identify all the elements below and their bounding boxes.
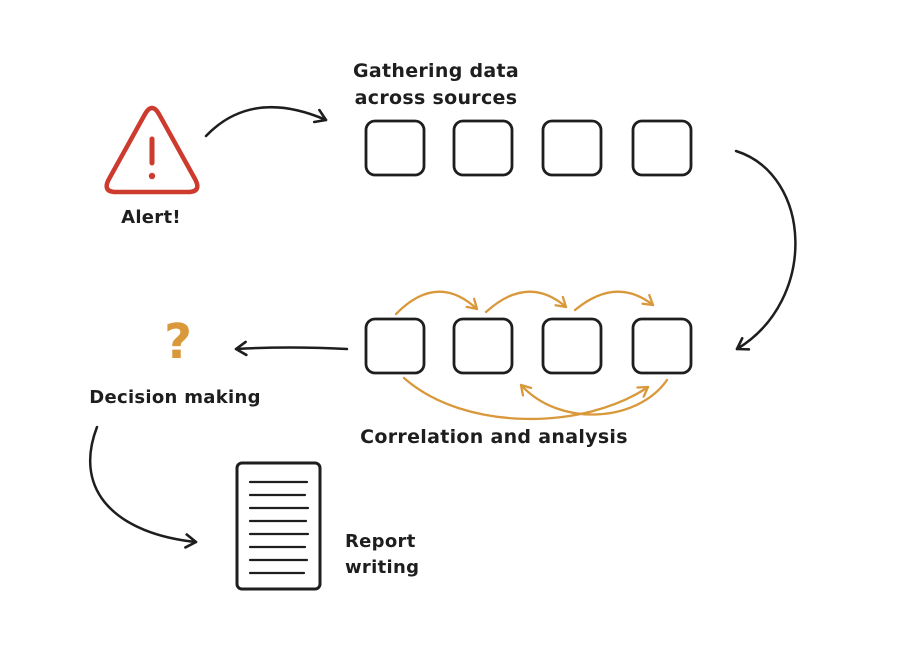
gathering-label: Gathering data across sources: [353, 58, 519, 112]
correlation-label: Correlation and analysis: [360, 426, 628, 448]
data-node: [452, 119, 514, 177]
data-node: [452, 317, 514, 375]
correlation-arc: [484, 290, 568, 314]
correlation-arc: [402, 376, 650, 421]
arrow-decision-to-report: [88, 425, 198, 549]
data-node: [631, 317, 693, 375]
data-node: [364, 119, 426, 177]
arrow-gathering-to-correlation: [734, 149, 797, 351]
alert-label: Alert!: [121, 207, 181, 228]
gathering-label-line1: Gathering data: [352, 60, 520, 82]
data-node: [631, 119, 693, 177]
report-label: Report writing: [345, 529, 419, 581]
correlation-arc: [519, 378, 669, 416]
arrow-alert-to-gathering: [204, 105, 328, 138]
correlation-arcs-bottom: [402, 376, 669, 421]
data-node: [541, 119, 603, 177]
alert-triangle-icon: [104, 105, 200, 195]
data-node: [364, 317, 426, 375]
report-label-line2: writing: [345, 557, 420, 578]
correlation-arcs-top: [394, 290, 655, 316]
question-mark-icon: ?: [164, 314, 192, 370]
report-label-line1: Report: [345, 531, 416, 552]
document-text-lines: [248, 480, 310, 575]
gathering-label-line2: across sources: [354, 87, 518, 109]
report-document-icon: [235, 461, 322, 591]
data-node: [541, 317, 603, 375]
correlation-data-nodes: [364, 317, 693, 375]
decision-label: Decision making: [89, 387, 261, 408]
correlation-arc: [394, 290, 479, 316]
gathering-data-nodes: [364, 119, 693, 177]
exclamation-dot: [148, 172, 156, 180]
correlation-arc: [573, 290, 655, 312]
arrow-correlation-to-decision: [234, 340, 349, 357]
